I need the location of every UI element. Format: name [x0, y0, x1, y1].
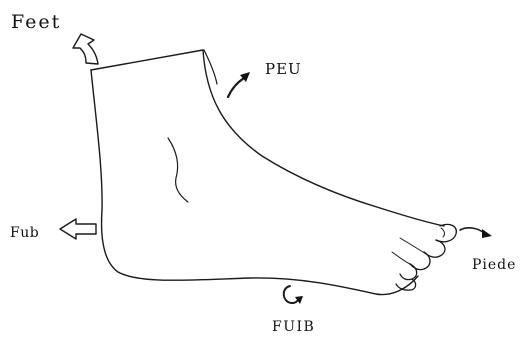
ankle-bone-curve — [168, 138, 188, 202]
ankle-front-line — [204, 50, 217, 84]
fub-arrow — [60, 219, 96, 239]
toes — [392, 224, 456, 290]
label-piede: Piede — [472, 257, 516, 273]
foot-outline — [91, 50, 444, 295]
leg-top-edge — [91, 50, 203, 70]
fuib-arrow — [284, 286, 303, 304]
feet-arrow — [73, 34, 98, 64]
toe-crease-1 — [400, 238, 426, 254]
piede-arrow — [460, 228, 492, 238]
big-toe — [436, 224, 456, 241]
label-fub: Fub — [10, 225, 39, 241]
label-fuib: FUIB — [272, 319, 315, 335]
instep-line — [203, 50, 444, 226]
peu-arrow — [228, 72, 250, 97]
third-toe — [410, 252, 430, 270]
label-feet: Feet — [11, 11, 61, 33]
toe-crease-2 — [392, 252, 410, 264]
label-peu: PEU — [265, 60, 302, 78]
big-toe-nail — [441, 228, 444, 237]
heel-and-sole-line — [91, 70, 418, 295]
fourth-toe — [400, 264, 417, 280]
